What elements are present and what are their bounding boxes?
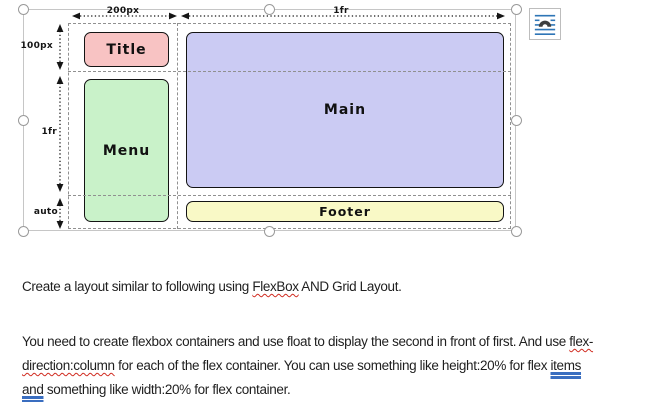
title-box: Title	[84, 32, 169, 67]
layout-options-button[interactable]	[529, 8, 561, 40]
selection-handle-top-right[interactable]	[510, 3, 522, 15]
text-run: AND Grid Layout.	[298, 279, 402, 294]
text-run: something like width:20% for flex contai…	[43, 382, 291, 397]
row1-size-label: 100px	[20, 41, 53, 51]
grid-row-divider-2	[68, 195, 511, 196]
selection-handle-top-center[interactable]	[264, 3, 275, 15]
instruction-paragraph[interactable]: You need to create flexbox containers an…	[22, 330, 658, 402]
selection-handle-top-left[interactable]	[17, 3, 29, 15]
text-run: You need to create flexbox containers an…	[22, 334, 570, 349]
text-wrap-icon	[534, 14, 556, 35]
title-box-label: Title	[106, 41, 147, 58]
instruction-line[interactable]: Create a layout similar to following usi…	[22, 275, 642, 299]
footer-box-label: Footer	[319, 204, 371, 219]
text-run: for each of the flex container. You can …	[114, 358, 551, 373]
col1-size-label: 200px	[106, 6, 140, 16]
text-run: Create a layout similar to following usi…	[22, 279, 253, 294]
main-box-label: Main	[323, 102, 367, 118]
grid-column-divider	[177, 23, 178, 229]
grid-container-outline	[68, 23, 511, 229]
selection-handle-bottom-right[interactable]	[510, 225, 522, 237]
text-run-spell: direction:column	[22, 358, 115, 373]
footer-box: Footer	[186, 201, 504, 222]
row3-size-label: auto	[33, 207, 58, 217]
selection-handle-middle-right[interactable]	[510, 114, 522, 126]
main-box: Main	[186, 32, 504, 188]
row2-size-label: 1fr	[41, 127, 57, 137]
text-run-spell: FlexBox	[252, 279, 299, 294]
col2-size-label: 1fr	[333, 6, 349, 16]
selection-handle-bottom-left[interactable]	[17, 225, 29, 237]
menu-box: Menu	[84, 79, 169, 222]
selection-handle-middle-left[interactable]	[17, 114, 29, 126]
selection-handle-bottom-center[interactable]	[264, 225, 275, 237]
text-run-grammar: and	[22, 382, 44, 397]
text-run-grammar: items	[550, 358, 582, 373]
menu-box-label: Menu	[102, 142, 151, 159]
text-run-spell: flex-	[569, 334, 594, 349]
grid-row-divider-1	[68, 71, 511, 72]
